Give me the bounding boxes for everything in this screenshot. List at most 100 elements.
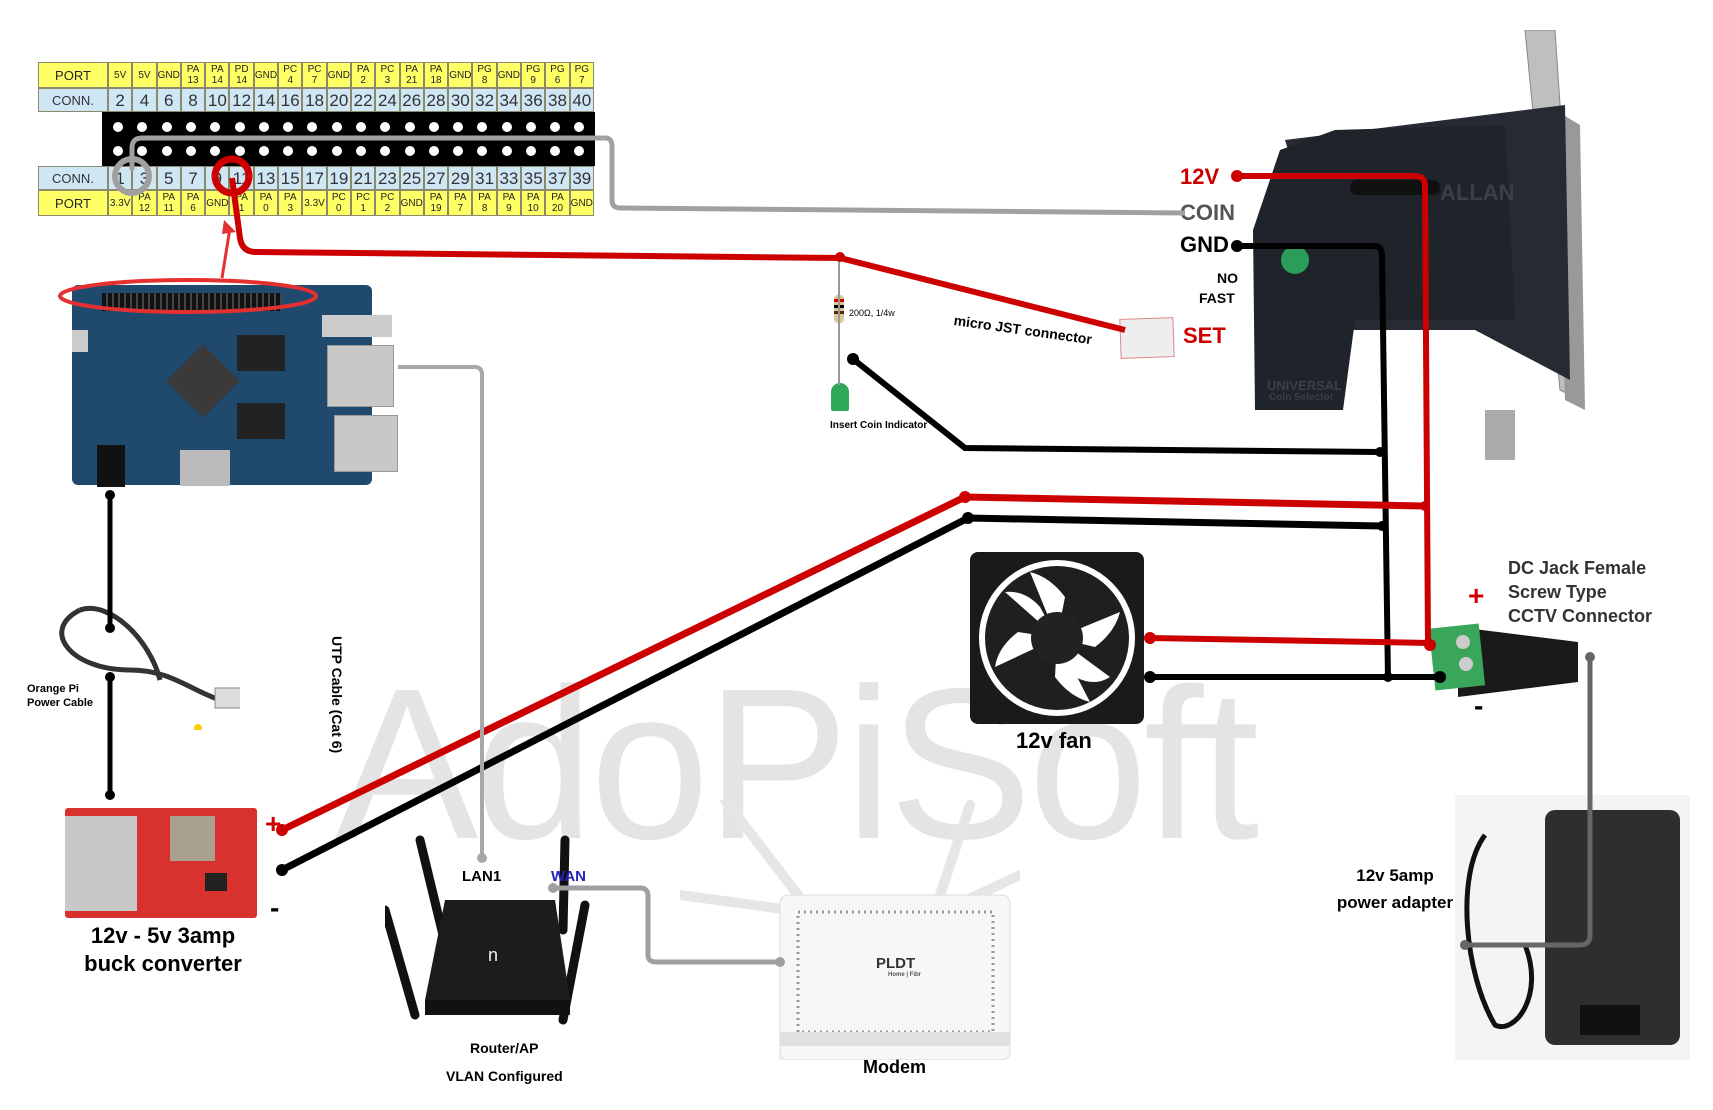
gpio-pin — [185, 146, 196, 156]
gpio-pin — [525, 122, 536, 132]
port-name: PD — [234, 64, 249, 75]
gpio-pin — [185, 122, 196, 132]
port-number: 0 — [263, 203, 269, 214]
port-number: 1 — [360, 203, 366, 214]
pin-number-cell: 34 — [496, 88, 522, 112]
gpio-pin — [258, 122, 269, 132]
gpio-pin — [550, 146, 561, 156]
led — [831, 383, 849, 411]
junction-dot — [775, 957, 785, 967]
junction-dot — [835, 252, 845, 262]
power-adapter-illustration — [1464, 810, 1680, 1045]
pin-number-cell: 14 — [253, 88, 279, 112]
pin-number-cell: 21 — [350, 166, 376, 190]
power-adapter-label-line: 12v 5amp — [1356, 866, 1434, 885]
pin-number-cell: 28 — [423, 88, 449, 112]
router-logo: n — [488, 945, 499, 965]
port-name: PC — [307, 64, 322, 75]
port-cell: GND — [253, 62, 279, 88]
port-number: 7 — [457, 203, 464, 214]
gpio-pin — [404, 146, 415, 156]
gpio-pin — [113, 146, 124, 156]
junction-dot — [105, 623, 115, 633]
port-cell: GND — [569, 190, 594, 216]
gpio-pin — [355, 122, 366, 132]
port-name: PA — [162, 192, 176, 203]
port-cell: GND — [448, 62, 473, 88]
port-name: GND — [157, 69, 180, 81]
port-name: GND — [206, 197, 229, 209]
coin-pin-12v-label: 12V — [1180, 164, 1220, 189]
gpio-pin — [210, 146, 221, 156]
port-cell: GND — [326, 62, 351, 88]
pin-number-cell: 30 — [448, 88, 473, 112]
junction-dot — [276, 864, 288, 876]
port-number: 11 — [163, 203, 174, 214]
gpio-pin — [234, 146, 245, 156]
router-sublabel: VLAN Configured — [446, 1068, 563, 1084]
port-number: 8 — [481, 75, 488, 86]
coin-acceptor-title: UNIVERSAL — [1267, 378, 1343, 393]
port-number: 13 — [187, 75, 199, 86]
port-number: 1 — [238, 203, 245, 214]
port-name: 3.3V — [109, 197, 131, 209]
gpio-pin — [137, 122, 148, 132]
port-cell: 5V — [132, 62, 157, 88]
pin-number-cell: 33 — [496, 166, 522, 190]
pin-number-cell: 12 — [229, 88, 254, 112]
conn-header-label: CONN. — [38, 166, 108, 190]
junction-dot — [1434, 671, 1446, 683]
junction-dot — [1383, 672, 1393, 682]
pin-number-cell: 18 — [302, 88, 327, 112]
port-name: PA — [429, 192, 443, 203]
coin-12v-wire — [1237, 173, 1431, 646]
coin-acceptor-subtitle: Coin Selector — [1269, 392, 1334, 403]
port-name: GND — [570, 197, 593, 209]
modem-logo-sub: Home | Fibr — [888, 972, 922, 978]
pin-number-cell: 35 — [521, 166, 546, 190]
port-number: 3 — [384, 75, 391, 86]
coin-gnd-dot — [1231, 240, 1243, 252]
port-name: GND — [254, 69, 278, 81]
port-name: PC — [283, 64, 298, 75]
gpio-pin — [574, 146, 585, 156]
port-number: 2 — [384, 203, 391, 214]
conn-header-label: CONN. — [38, 88, 108, 112]
port-cell: GND — [156, 62, 181, 88]
port-name: GND — [497, 69, 521, 81]
led-ground-wire — [851, 356, 1381, 455]
port-number: 14 — [236, 75, 248, 86]
modem-logo: PLDT — [876, 955, 916, 972]
dc-jack-label-line: DC Jack Female — [1508, 558, 1647, 578]
junction-dot — [1424, 639, 1436, 651]
lan1-port-label: LAN1 — [462, 868, 502, 885]
port-number: 6 — [554, 75, 561, 86]
gpio-pin — [428, 146, 439, 156]
usb-port — [322, 315, 392, 337]
gpio-highlight-ellipse — [58, 278, 318, 314]
pin-number-cell: 20 — [326, 88, 351, 112]
pin-number-cell: 38 — [545, 88, 570, 112]
junction-dot — [548, 883, 558, 893]
gpio-pin — [161, 122, 172, 132]
modem-illustration — [675, 795, 1025, 1096]
port-number: 7 — [311, 75, 318, 86]
dc-jack-minus-sign: - — [1474, 690, 1484, 721]
buck-label-line: 12v - 5v 3amp — [90, 923, 236, 948]
port-name: PA — [454, 192, 467, 203]
modem-label: Modem — [863, 1057, 926, 1077]
port-name: PG — [525, 64, 541, 75]
gpio-pin — [283, 146, 294, 156]
wan-cable — [553, 885, 780, 965]
junction-dot — [1460, 940, 1470, 950]
port-name: GND — [449, 69, 472, 81]
port-name: PA — [186, 192, 200, 203]
